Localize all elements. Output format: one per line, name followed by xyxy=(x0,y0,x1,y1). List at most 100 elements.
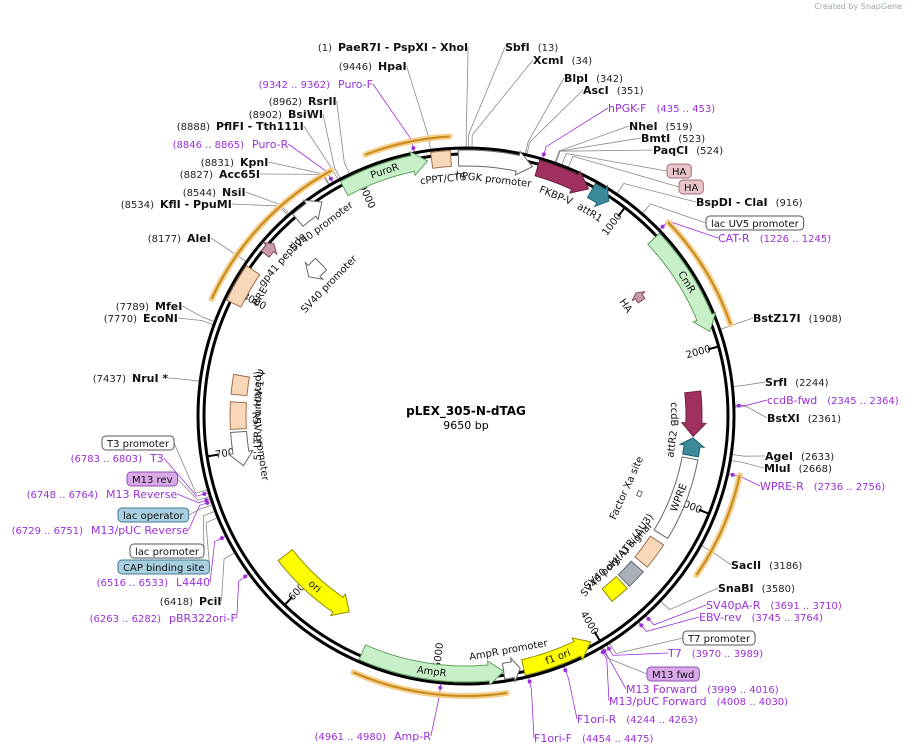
feature-label-attr2: attR2 xyxy=(665,430,680,459)
site-bmti: BmtI (523) xyxy=(641,132,705,145)
boxed-label-frame xyxy=(101,435,175,451)
primer-marker xyxy=(660,224,665,229)
primer-name: WPRE-R xyxy=(760,480,804,493)
boxed-label: T3 promoter xyxy=(106,439,170,450)
site-name: EcoNI xyxy=(143,312,178,325)
site-name: PaqCI xyxy=(653,144,688,157)
primer-coords: (3691 .. 3710) xyxy=(770,601,842,612)
site-name: KflI - PpuMI xyxy=(160,198,232,211)
site-position: (1908) xyxy=(809,314,842,325)
site-hpai: HpaI(9446) xyxy=(339,60,407,73)
site-leader xyxy=(525,77,565,154)
primer-coords: (8846 .. 8865) xyxy=(173,140,245,151)
boxed-label-frame xyxy=(129,543,205,559)
boxed-leader xyxy=(173,442,208,494)
tick-label-2000: 2000 xyxy=(685,344,712,361)
site-alei: AleI(8177) xyxy=(148,232,211,245)
boxed-leader xyxy=(177,478,210,501)
primer-sv40pa-r: SV40pA-R (3691 .. 3710) xyxy=(646,599,842,621)
site-leader xyxy=(467,46,506,148)
snapgene-credit: Created by SnapGene xyxy=(814,2,902,11)
boxed-ha: HA xyxy=(666,163,692,179)
site-name: AscI xyxy=(583,84,609,97)
site-name: KpnI xyxy=(240,156,268,169)
feature-rre xyxy=(225,264,261,308)
primer-name: Amp-R xyxy=(394,730,431,743)
site-name: BmtI xyxy=(641,132,670,145)
site-name: BspDI - ClaI xyxy=(696,196,768,209)
site-name: XcmI xyxy=(533,54,564,67)
site-xcmi: XcmI(34) xyxy=(533,54,592,67)
site-agei: AgeI(2633) xyxy=(765,450,834,463)
site-bspdi-clai: BspDI - ClaI(916) xyxy=(696,196,803,209)
plasmid-name: pLEX_305-N-dTAG xyxy=(406,404,526,419)
feature-gp41-peptide xyxy=(260,241,278,258)
primer-name: CAT-R xyxy=(718,232,750,245)
primer-coords: (1226 .. 1245) xyxy=(760,234,832,245)
site-acc65i: Acc65I(8827) xyxy=(180,168,260,181)
site-srfi: SrfI(2244) xyxy=(765,376,829,389)
primer-ccdb-fwd: ccdB-fwd(2345 .. 2364) xyxy=(736,394,899,408)
site-name: AgeI xyxy=(765,450,793,463)
site-pflfi-tth111i: PflFI - Tth111I(8888) xyxy=(177,120,304,133)
site-position: (8902) xyxy=(249,110,282,121)
feature-sv40-ori xyxy=(601,575,628,603)
site-position: (523) xyxy=(678,134,705,145)
boxed-label: M13 rev xyxy=(132,475,173,486)
feature-label-rre: RRE xyxy=(251,285,271,308)
site-leader xyxy=(465,46,469,147)
feature-hiv-1 xyxy=(230,373,251,397)
feature-fkbp-v xyxy=(534,159,590,194)
site-kfli-ppumi: KflI - PpuMI (8534) xyxy=(121,198,232,211)
feature-ccdb xyxy=(680,390,708,438)
site-name: SrfI xyxy=(765,376,787,389)
site-name: NsiI xyxy=(222,186,246,199)
boxed-label: HA xyxy=(684,183,699,194)
primer-name: pBR322ori-F xyxy=(169,612,237,625)
site-nhei: NheI (519) xyxy=(629,120,693,133)
feature-ori xyxy=(277,548,350,617)
primer-marker xyxy=(600,650,605,655)
site-position: (342) xyxy=(596,74,623,85)
site-position: (519) xyxy=(666,122,693,133)
primer-name: M13/pUC Forward xyxy=(609,695,707,708)
site-sacii: SacII(3186) xyxy=(731,559,802,572)
site-paer7i-pspxi-xhoi: PaeR7I - PspXI - XhoI(1) xyxy=(318,41,468,54)
primer-coords: (4008 .. 4030) xyxy=(717,697,789,708)
feature-label-ampr: AmpR xyxy=(416,665,447,680)
boxed-ha: HA xyxy=(678,179,704,195)
primer-coords: (3970 .. 3989) xyxy=(692,649,764,660)
site-name: SbfI xyxy=(505,41,530,54)
primer-name: F1ori-R xyxy=(577,713,617,726)
boxed-t7-promoter: T7 promoter xyxy=(682,630,756,646)
feature-label-ccdb: ccdB xyxy=(668,402,679,426)
feature-rsv-promoter xyxy=(227,430,254,467)
feature-cppt-cts xyxy=(430,149,452,169)
primer-marker xyxy=(243,574,248,579)
primer-marker xyxy=(219,536,224,541)
site-nrui: NruI *(7437) xyxy=(93,372,169,385)
boxed-lac-operator: lac operator xyxy=(117,507,190,523)
primer-name: hPGK-F xyxy=(608,102,646,115)
site-position: (8177) xyxy=(148,234,181,245)
site-name: BstZ17I xyxy=(753,312,801,325)
site-position: (8534) xyxy=(121,200,154,211)
primer-coords: (2345 .. 2364) xyxy=(827,396,899,407)
boxed-label-frame xyxy=(705,215,805,231)
site-pcii: PciI(6418) xyxy=(160,595,222,608)
primer-m13-forward: M13 Forward(3999 .. 4016) xyxy=(602,649,779,696)
feature-5-ltr-truncated xyxy=(229,401,247,430)
plasmid-center: pLEX_305-N-dTAG 9650 bp xyxy=(406,404,526,432)
site-name: NheI xyxy=(629,120,658,133)
feature-label-sv40-promoter-2: SV40 promoter xyxy=(299,253,360,316)
primer-name: SV40pA-R xyxy=(706,599,761,612)
boxed-label-frame xyxy=(117,559,211,575)
primer-marker xyxy=(563,668,568,673)
feature-ha xyxy=(631,291,646,304)
tick-label-4000: 4000 xyxy=(578,610,600,637)
primer-leader xyxy=(236,573,249,619)
site-name: SacII xyxy=(731,559,761,572)
primer-name: M13 Reverse xyxy=(106,488,177,501)
primer-coords: (6783 .. 6803) xyxy=(71,454,143,465)
boxed-label-frame xyxy=(117,507,190,523)
